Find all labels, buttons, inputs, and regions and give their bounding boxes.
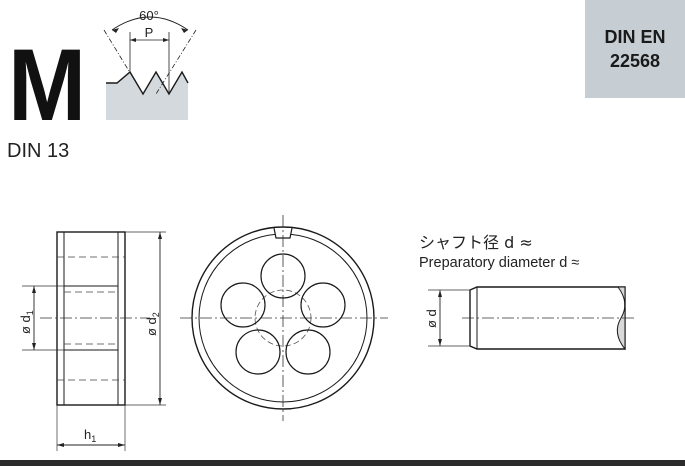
outer-diameter-label: ø d2	[144, 312, 161, 336]
standard-badge-line1: DIN EN	[604, 27, 666, 47]
chip-hole-4	[235, 329, 281, 375]
die-side-view: ø d1 h1 ø d2	[18, 231, 166, 451]
shaft-break-end	[616, 286, 626, 351]
height-label: h1	[84, 427, 96, 444]
thread-standard-label: DIN 13	[7, 140, 70, 162]
thread-angle-label: 60°	[139, 8, 159, 23]
thread-profile-diagram: 60° P	[103, 8, 197, 120]
standard-badge-line2: 22568	[609, 51, 661, 71]
chip-hole-5	[220, 282, 266, 328]
chip-hole-3	[285, 329, 331, 375]
die-front-view	[180, 215, 388, 421]
thread-profile-outline	[106, 70, 189, 96]
inner-diameter-label: ø d1	[18, 310, 35, 334]
shaft-diameter-label-jp: シャフト径 d ≈	[419, 233, 533, 252]
shaft-diagram: ø d	[424, 286, 635, 351]
thread-profile-body	[106, 72, 188, 120]
pitch-label: P	[145, 25, 154, 40]
thread-angle-arc	[111, 16, 189, 31]
chip-hole-2	[300, 282, 346, 328]
chip-hole-1	[260, 253, 306, 299]
shaft-diameter-label-en: Preparatory diameter d ≈	[419, 255, 580, 271]
shaft-diameter-dim-label: ø d	[424, 309, 439, 328]
standard-badge: DIN EN 22568	[585, 0, 685, 98]
bottom-divider	[0, 460, 685, 466]
thread-type-letter: M	[8, 28, 87, 142]
